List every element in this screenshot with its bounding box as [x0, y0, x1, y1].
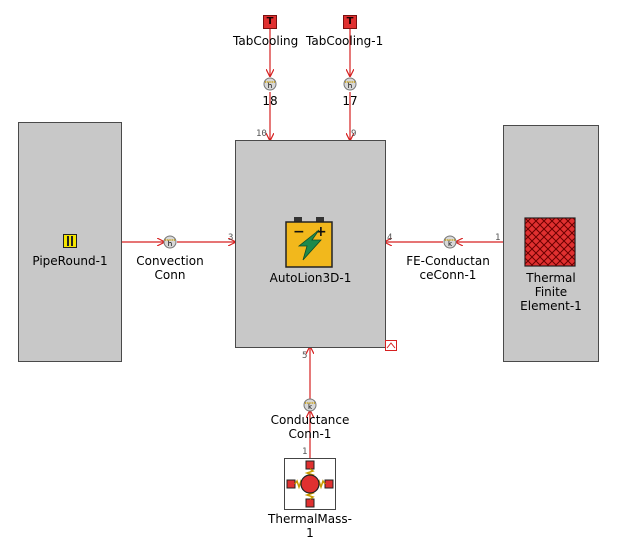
conn-number-17: 17 [342, 94, 358, 108]
conductance-conn-label: Conductance Conn-1 [270, 413, 350, 441]
pipe-icon [63, 234, 77, 248]
fe-conductance-conn-label: FE-Conductan ceConn-1 [406, 254, 490, 282]
port-number: 9 [351, 129, 357, 139]
convection-conn-icon[interactable] [163, 235, 177, 249]
conductance-conn-icon[interactable] [443, 235, 457, 249]
expand-marker-icon[interactable] [385, 340, 397, 351]
conn-badge: k [307, 403, 313, 411]
port-number: 1 [495, 233, 501, 243]
tab-cooling-label: TabCooling [233, 34, 299, 48]
pipe-round-label: PipeRound-1 [32, 254, 108, 268]
conn-badge: k [447, 240, 453, 248]
tab-cooling-1-label: TabCooling-1 [306, 34, 384, 48]
conn-badge: h [347, 82, 353, 90]
thermal-fe-label: Thermal Finite Element-1 [520, 271, 582, 313]
conductance-conn-icon[interactable] [303, 398, 317, 412]
svg-text:−: − [293, 224, 305, 240]
port-number: 5 [302, 351, 308, 361]
temperature-source-icon[interactable]: T [263, 15, 277, 29]
conn-badge: h [167, 240, 173, 248]
convection-conn-icon[interactable] [343, 77, 357, 91]
port-number: 1 [302, 447, 308, 457]
thermal-mass-icon[interactable] [284, 458, 336, 510]
conn-badge: h [267, 82, 273, 90]
convection-conn-label: Convection Conn [136, 254, 204, 282]
svg-text:+: + [315, 224, 327, 240]
conn-number-18: 18 [262, 94, 278, 108]
autolion-label: AutoLion3D-1 [269, 271, 352, 285]
thermal-mass-label: ThermalMass- 1 [268, 512, 352, 540]
port-number: 4 [387, 233, 393, 243]
battery-icon: − + [285, 217, 333, 268]
port-number: 3 [228, 233, 234, 243]
temperature-source-icon[interactable]: T [343, 15, 357, 29]
port-number: 10 [256, 129, 267, 139]
convection-conn-icon[interactable] [263, 77, 277, 91]
hatch-grid-icon [524, 217, 576, 267]
